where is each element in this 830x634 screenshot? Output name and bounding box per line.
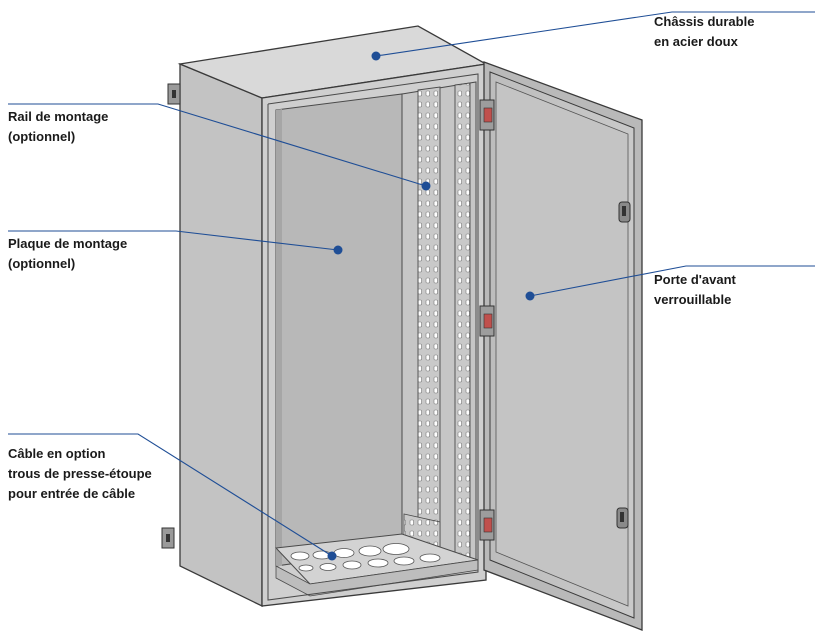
marker-chassis xyxy=(371,51,381,61)
leader-lines xyxy=(8,11,815,557)
callout-rail-line2: (optionnel) xyxy=(8,129,76,144)
frame-edges xyxy=(267,73,479,601)
marker-plaque xyxy=(333,245,343,255)
callout-chassis-line1: Châssis durable xyxy=(654,14,755,29)
callout-markers xyxy=(327,51,535,561)
mounting-plate xyxy=(275,93,403,567)
callout-cable-line3: pour entrée de câble xyxy=(8,486,136,501)
callout-porte-line2: verrouillable xyxy=(654,292,732,307)
hinge-middle xyxy=(479,305,495,337)
leader-chassis xyxy=(375,11,815,57)
leader-porte xyxy=(529,265,815,297)
hinge-bottom xyxy=(479,509,495,541)
marker-cable xyxy=(327,551,337,561)
side-handle-bottom xyxy=(161,527,175,549)
leader-plaque xyxy=(8,230,339,251)
leader-rail xyxy=(8,103,427,187)
callout-plaque-line1: Plaque de montage xyxy=(8,236,128,251)
callout-cable-line1: Câble en option xyxy=(8,446,106,461)
callout-cable-line2: trous de presse-étoupe xyxy=(8,466,152,481)
callout-cable: Câble en option trous de presse-étoupe p… xyxy=(8,444,152,504)
hinges xyxy=(479,99,495,541)
leader-cable xyxy=(8,433,333,557)
callout-rail-line1: Rail de montage xyxy=(8,109,109,124)
marker-porte xyxy=(525,291,535,301)
callout-chassis: Châssis durable en acier doux xyxy=(654,12,754,52)
callout-plaque: Plaque de montage (optionnel) xyxy=(8,234,127,274)
marker-rail xyxy=(421,181,431,191)
callout-plaque-line2: (optionnel) xyxy=(8,256,76,271)
cabinet-left-side xyxy=(179,63,263,608)
side-handle-top xyxy=(167,83,181,105)
lock-handle-top xyxy=(618,201,631,223)
hinge-top xyxy=(479,99,495,131)
callout-rail: Rail de montage (optionnel) xyxy=(8,107,108,147)
callout-chassis-line2: en acier doux xyxy=(654,34,738,49)
callout-porte-line1: Porte d'avant xyxy=(654,272,736,287)
front-door xyxy=(483,61,643,631)
callout-porte: Porte d'avant verrouillable xyxy=(654,270,736,310)
gland-plate xyxy=(274,533,479,597)
lock-handle-bottom xyxy=(616,507,629,529)
